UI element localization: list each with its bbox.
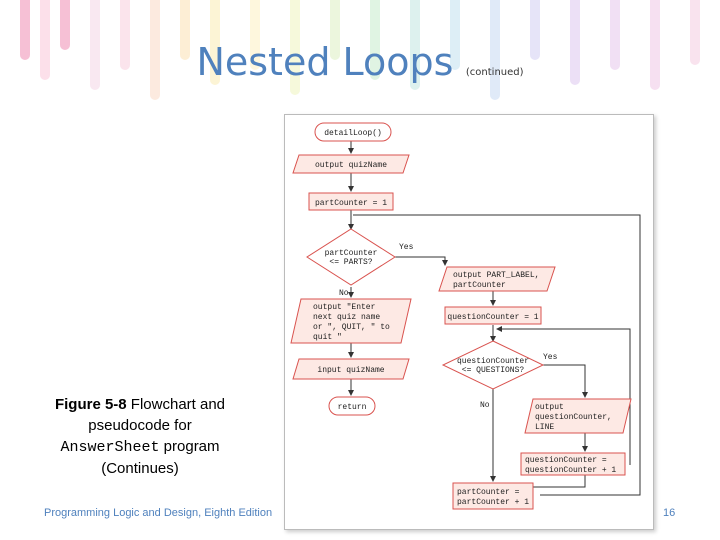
output-partlabel-line1: output PART_LABEL, bbox=[453, 271, 539, 280]
output-partlabel-line2: partCounter bbox=[453, 281, 506, 290]
decision-parts-yes: Yes bbox=[399, 243, 414, 252]
node-assign-partcounter: partCounter = 1 bbox=[308, 192, 394, 211]
footer-text: Programming Logic and Design, Eighth Edi… bbox=[44, 507, 273, 519]
figure-label: Figure 5-8 bbox=[54, 396, 127, 413]
slide-title: Nested Loops bbox=[196, 40, 454, 84]
node-assign-partcounter-label: partCounter = 1 bbox=[315, 199, 387, 208]
node-start-label: detailLoop() bbox=[324, 129, 382, 138]
output-question-line2: questionCounter, bbox=[535, 413, 612, 422]
caption-program: AnswerSheet bbox=[60, 439, 160, 456]
decision-questions-no: No bbox=[480, 401, 490, 410]
output-enter-line4: quit " bbox=[313, 333, 342, 342]
flowchart-svg: detailLoop() output quizName partCounter… bbox=[290, 122, 641, 510]
output-enter-line3: or ", QUIT, " to bbox=[313, 323, 390, 332]
node-output-question: output questionCounter, LINE bbox=[524, 398, 632, 434]
flowchart-figure: detailLoop() output quizName partCounter… bbox=[284, 114, 654, 530]
node-output-quizname: output quizName bbox=[292, 154, 410, 174]
decision-questions-line2: <= QUESTIONS? bbox=[462, 366, 525, 375]
node-output-partlabel: output PART_LABEL, partCounter bbox=[438, 266, 556, 292]
output-question-line1: output bbox=[535, 403, 564, 412]
node-input-quizname-label: input quizName bbox=[317, 366, 384, 375]
increment-part-line1: partCounter = bbox=[457, 488, 520, 497]
title-note: (continued) bbox=[465, 67, 524, 78]
node-decision-questions: questionCounter <= QUESTIONS? Yes No bbox=[441, 340, 558, 410]
node-increment-questioncounter: questionCounter = questionCounter + 1 bbox=[520, 452, 626, 476]
node-decision-parts: partCounter <= PARTS? Yes No bbox=[306, 228, 414, 298]
caption-text1: Flowchart and pseudocode for bbox=[88, 396, 226, 434]
node-input-quizname: input quizName bbox=[292, 358, 410, 380]
node-start: detailLoop() bbox=[314, 122, 392, 142]
decision-parts-no: No bbox=[339, 289, 349, 298]
node-increment-partcounter: partCounter = partCounter + 1 bbox=[452, 482, 534, 510]
decision-parts-line1: partCounter bbox=[325, 249, 378, 258]
output-enter-line2: next quiz name bbox=[313, 313, 380, 322]
node-output-enter: output "Enter next quiz name or ", QUIT,… bbox=[290, 298, 412, 344]
decorative-header-stripes bbox=[0, 0, 720, 120]
output-enter-line1: output "Enter bbox=[313, 303, 376, 312]
increment-question-line1: questionCounter = bbox=[525, 456, 607, 465]
title-area: Nested Loops (continued) bbox=[0, 40, 720, 84]
node-output-quizname-label: output quizName bbox=[315, 161, 387, 170]
decision-questions-yes: Yes bbox=[543, 353, 558, 362]
caption-text2: program (Continues) bbox=[101, 438, 220, 477]
output-question-line3: LINE bbox=[535, 423, 554, 432]
increment-part-line2: partCounter + 1 bbox=[457, 498, 529, 507]
decision-parts-line2: <= PARTS? bbox=[329, 258, 372, 267]
node-assign-questioncounter: questionCounter = 1 bbox=[444, 306, 542, 325]
increment-question-line2: questionCounter + 1 bbox=[525, 466, 616, 475]
decision-questions-line1: questionCounter bbox=[457, 357, 529, 366]
node-assign-questioncounter-label: questionCounter = 1 bbox=[447, 313, 538, 322]
node-return-label: return bbox=[338, 403, 367, 412]
node-return: return bbox=[328, 396, 376, 416]
figure-caption: Figure 5-8 Flowchart and pseudocode for … bbox=[40, 394, 240, 479]
page-number: 16 bbox=[663, 507, 676, 519]
